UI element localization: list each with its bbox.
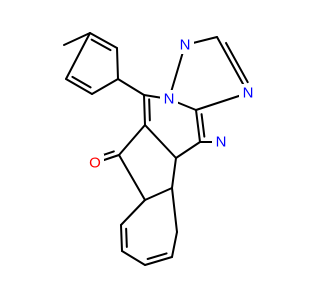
double-bond-line — [225, 41, 249, 84]
bond-line — [216, 36, 249, 94]
double-bond-line — [146, 252, 168, 261]
bond-line — [143, 94, 146, 126]
bond-line — [65, 32, 91, 80]
bond-line — [116, 47, 119, 80]
bond-line — [63, 32, 91, 46]
bond-line — [175, 141, 201, 159]
bond-line — [144, 256, 173, 266]
bond-line — [65, 78, 93, 95]
double-bond-line — [90, 38, 112, 52]
bond-line — [120, 224, 123, 252]
atom-labels: N N N N O — [86, 36, 257, 172]
bond-line — [89, 32, 118, 49]
atom-label-nitrogen: N — [216, 134, 227, 151]
bond-line — [118, 124, 146, 156]
bond-line — [171, 157, 177, 189]
bond-line — [144, 187, 173, 201]
bond-line — [195, 109, 201, 143]
bond-line — [121, 250, 146, 266]
bond-line — [171, 231, 178, 258]
atom-label-nitrogen: N — [180, 37, 191, 54]
bond-line — [118, 154, 146, 201]
bond-line — [144, 124, 177, 159]
bond-line — [117, 78, 145, 96]
bond-line — [120, 199, 146, 226]
chemical-structure-diagram: N N N N O — [63, 32, 257, 266]
bond-line — [171, 187, 178, 233]
atom-label-nitrogen: N — [164, 91, 175, 108]
atom-label-oxygen: O — [89, 155, 101, 172]
double-bond-line — [71, 75, 92, 89]
bond-line — [91, 78, 119, 95]
double-bond-line — [125, 227, 128, 248]
atom-label-nitrogen: N — [243, 85, 254, 102]
double-bond-line — [148, 98, 151, 122]
double-bond-line — [200, 113, 206, 138]
